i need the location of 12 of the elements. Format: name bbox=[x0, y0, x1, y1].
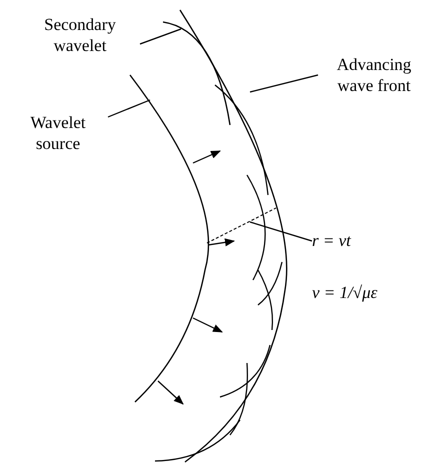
callout-label: Wavelet source bbox=[8, 112, 108, 154]
wavefront-arc bbox=[129, 74, 210, 402]
leader-line bbox=[140, 28, 182, 45]
leader-line bbox=[250, 221, 312, 242]
leader-line bbox=[250, 74, 318, 93]
callout-label: Advancing wave front bbox=[318, 54, 427, 96]
wavelet-arc bbox=[162, 21, 231, 126]
wavefront-arc bbox=[179, 10, 288, 463]
callout-label: Secondary wavelet bbox=[20, 14, 140, 56]
leader-line bbox=[108, 99, 150, 118]
formula-label: v = 1/√με bbox=[312, 282, 378, 303]
formula-label: r = vt bbox=[312, 230, 392, 251]
